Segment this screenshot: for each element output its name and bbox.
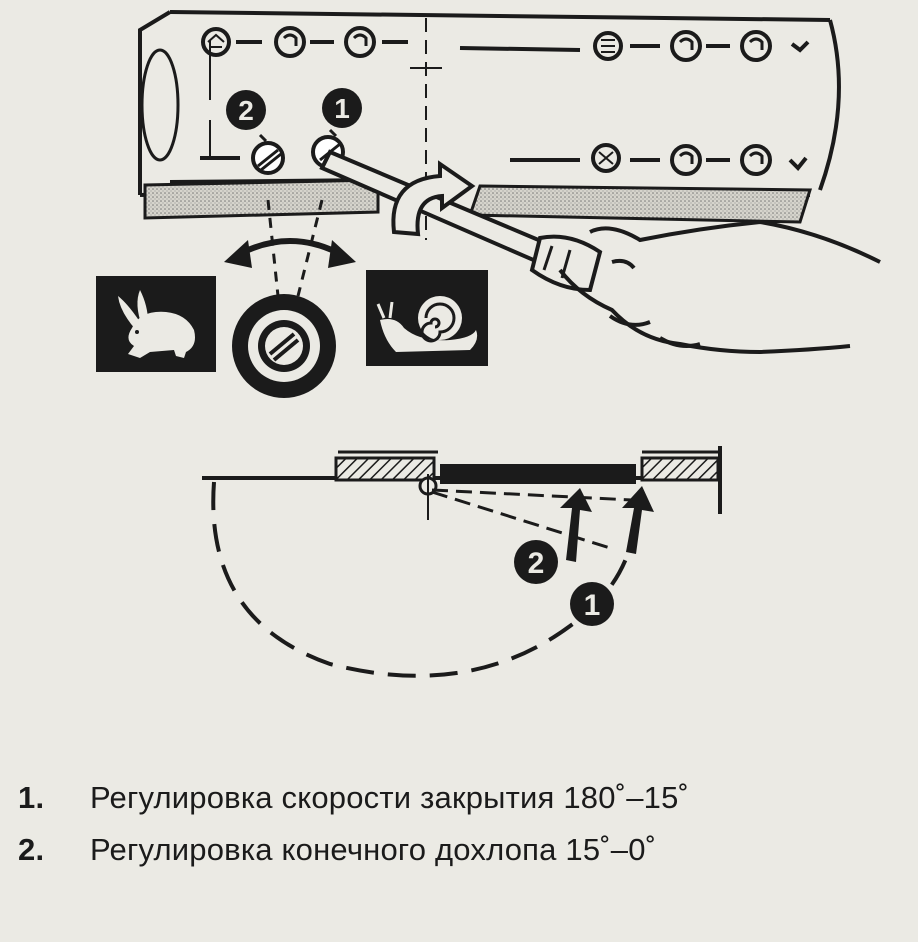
adjustment-screw-icon (232, 294, 336, 398)
svg-text:1: 1 (584, 589, 601, 622)
bottom-screw-row (200, 143, 808, 176)
legend-number: 1. (18, 780, 45, 815)
svg-text:1: 1 (334, 93, 350, 124)
hinge-icon (418, 474, 438, 520)
callout-2-top: 2 (226, 90, 266, 130)
valve-2 (251, 141, 285, 175)
legend-item-2: 2. Регулировка конечного дохлопа 15˚–0˚ (18, 832, 656, 868)
mounting-plate-right (467, 184, 813, 224)
rabbit-icon (96, 276, 216, 372)
callout-2-swing: 2 (514, 540, 558, 584)
callout-1-swing: 1 (570, 582, 614, 626)
legend-text: Регулировка конечного дохлопа 15˚–0˚ (90, 832, 657, 867)
svg-text:2: 2 (238, 95, 254, 126)
top-screw-row (201, 26, 810, 62)
curved-arrow-icon (391, 160, 476, 237)
legend-text: Регулировка скорости закрытия 180˚–15˚ (90, 780, 690, 815)
snail-icon (366, 270, 488, 366)
callout-1-top: 1 (322, 88, 362, 128)
screwdriver-icon (319, 149, 603, 293)
door-swing-arc (211, 481, 634, 678)
legend-item-1: 1. Регулировка скорости закрытия 180˚–15˚ (18, 780, 689, 816)
adjustment-direction-arrow (224, 238, 356, 268)
hand-icon (558, 219, 881, 355)
door-leaf (440, 464, 636, 484)
legend-number: 2. (18, 832, 45, 867)
mounting-plate (143, 178, 380, 220)
svg-text:2: 2 (528, 547, 545, 580)
closing-arrows (560, 486, 654, 562)
